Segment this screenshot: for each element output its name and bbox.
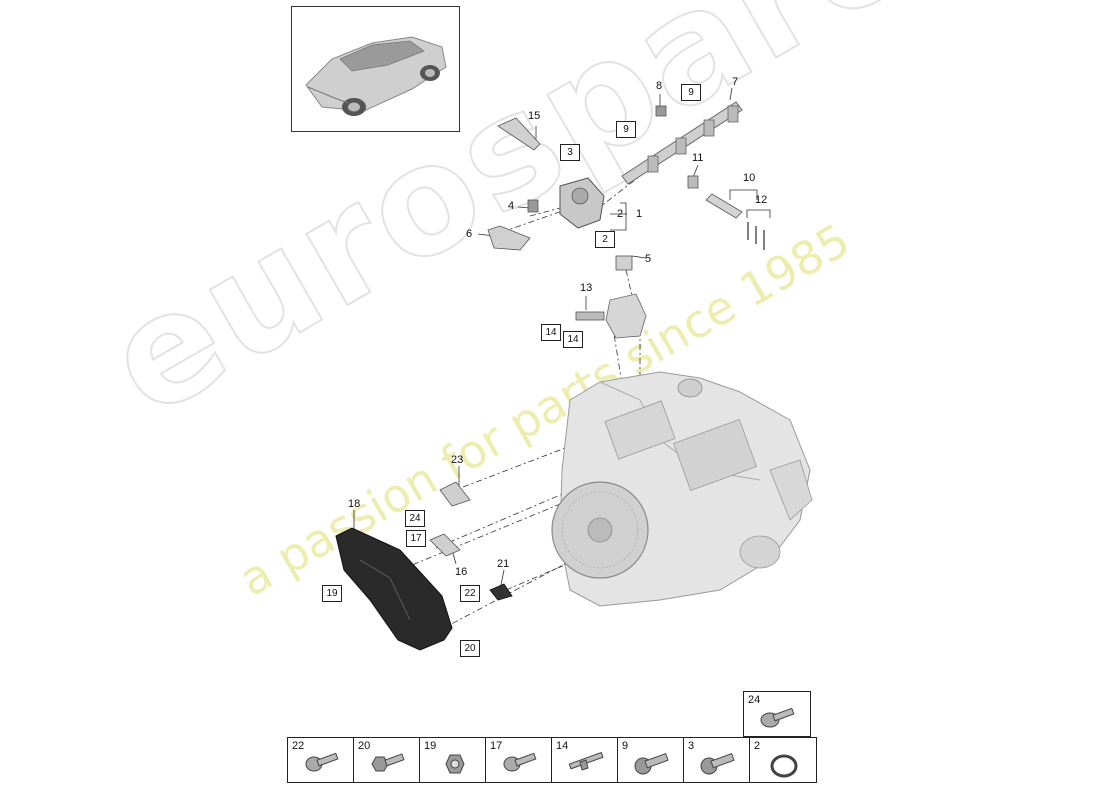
vehicle-thumbnail [291, 6, 460, 132]
splined-bolt-icon [634, 753, 669, 775]
legend-cell-22: 22 [287, 737, 355, 783]
legend-number: 14 [556, 740, 569, 752]
callout-5: 5 [645, 253, 652, 265]
callout-11: 11 [692, 152, 704, 164]
legend-number: 24 [748, 694, 761, 706]
callout-8: 8 [656, 80, 663, 92]
legend-cell-20: 20 [353, 737, 421, 783]
engine-block [551, 371, 813, 607]
callout-21: 21 [497, 558, 510, 570]
boxed-callout-17: 17 [406, 530, 426, 547]
callout-16: 16 [455, 566, 468, 578]
legend-number: 3 [688, 740, 695, 752]
boxed-callout-2: 2 [595, 231, 615, 248]
nut-icon [445, 754, 465, 774]
hex-bolt-icon [371, 753, 405, 772]
fuel-rail [621, 101, 743, 185]
callout-10: 10 [743, 172, 756, 184]
callout-13: 13 [580, 282, 593, 294]
callout-23: 23 [451, 454, 464, 466]
injectors [687, 175, 765, 250]
boxed-callout-19: 19 [322, 585, 342, 602]
legend-cell-19: 19 [419, 737, 487, 783]
callout-4: 4 [508, 200, 515, 212]
flange-bolt-icon [760, 707, 795, 728]
small-brackets [429, 481, 513, 601]
boxed-callout-22: 22 [460, 585, 480, 602]
pump-bracket [575, 293, 647, 339]
legend-number: 9 [622, 740, 629, 752]
callout-6: 6 [466, 228, 473, 240]
legend-cell-14: 14 [551, 737, 619, 783]
callout-1: 1 [636, 208, 643, 220]
legend-number: 19 [424, 740, 437, 752]
legend-cell-9: 9 [617, 737, 685, 783]
car-icon [305, 36, 447, 116]
boxed-callout-20: 20 [460, 640, 480, 657]
boxed-callout-9-top: 9 [681, 84, 701, 101]
exploded-view [335, 87, 813, 651]
callout-7: 7 [732, 76, 739, 88]
legend-number: 22 [292, 740, 305, 752]
callout-2: 2 [617, 208, 624, 220]
cover-panel [335, 527, 453, 651]
legend-cell-24: 24 [743, 691, 811, 737]
legend-cell-3: 3 [683, 737, 751, 783]
seal-ring-icon [770, 754, 798, 778]
legend-number: 20 [358, 740, 371, 752]
boxed-callout-24: 24 [405, 510, 425, 527]
legend-cell-17: 17 [485, 737, 553, 783]
legend-number: 2 [754, 740, 761, 752]
callout-12: 12 [755, 194, 768, 206]
bolt-icon [305, 752, 339, 772]
callout-15: 15 [528, 110, 541, 122]
stud-icon [568, 751, 604, 771]
boxed-callout-3: 3 [560, 144, 580, 161]
legend-number: 17 [490, 740, 503, 752]
bolt-icon [503, 752, 537, 772]
boxed-callout-14-b: 14 [563, 331, 583, 348]
callout-18: 18 [348, 498, 361, 510]
splined-bolt-icon [700, 753, 735, 775]
high-pressure-pump [487, 117, 633, 271]
boxed-callout-14-a: 14 [541, 324, 561, 341]
legend-cell-2: 2 [749, 737, 817, 783]
boxed-callout-9: 9 [616, 121, 636, 138]
